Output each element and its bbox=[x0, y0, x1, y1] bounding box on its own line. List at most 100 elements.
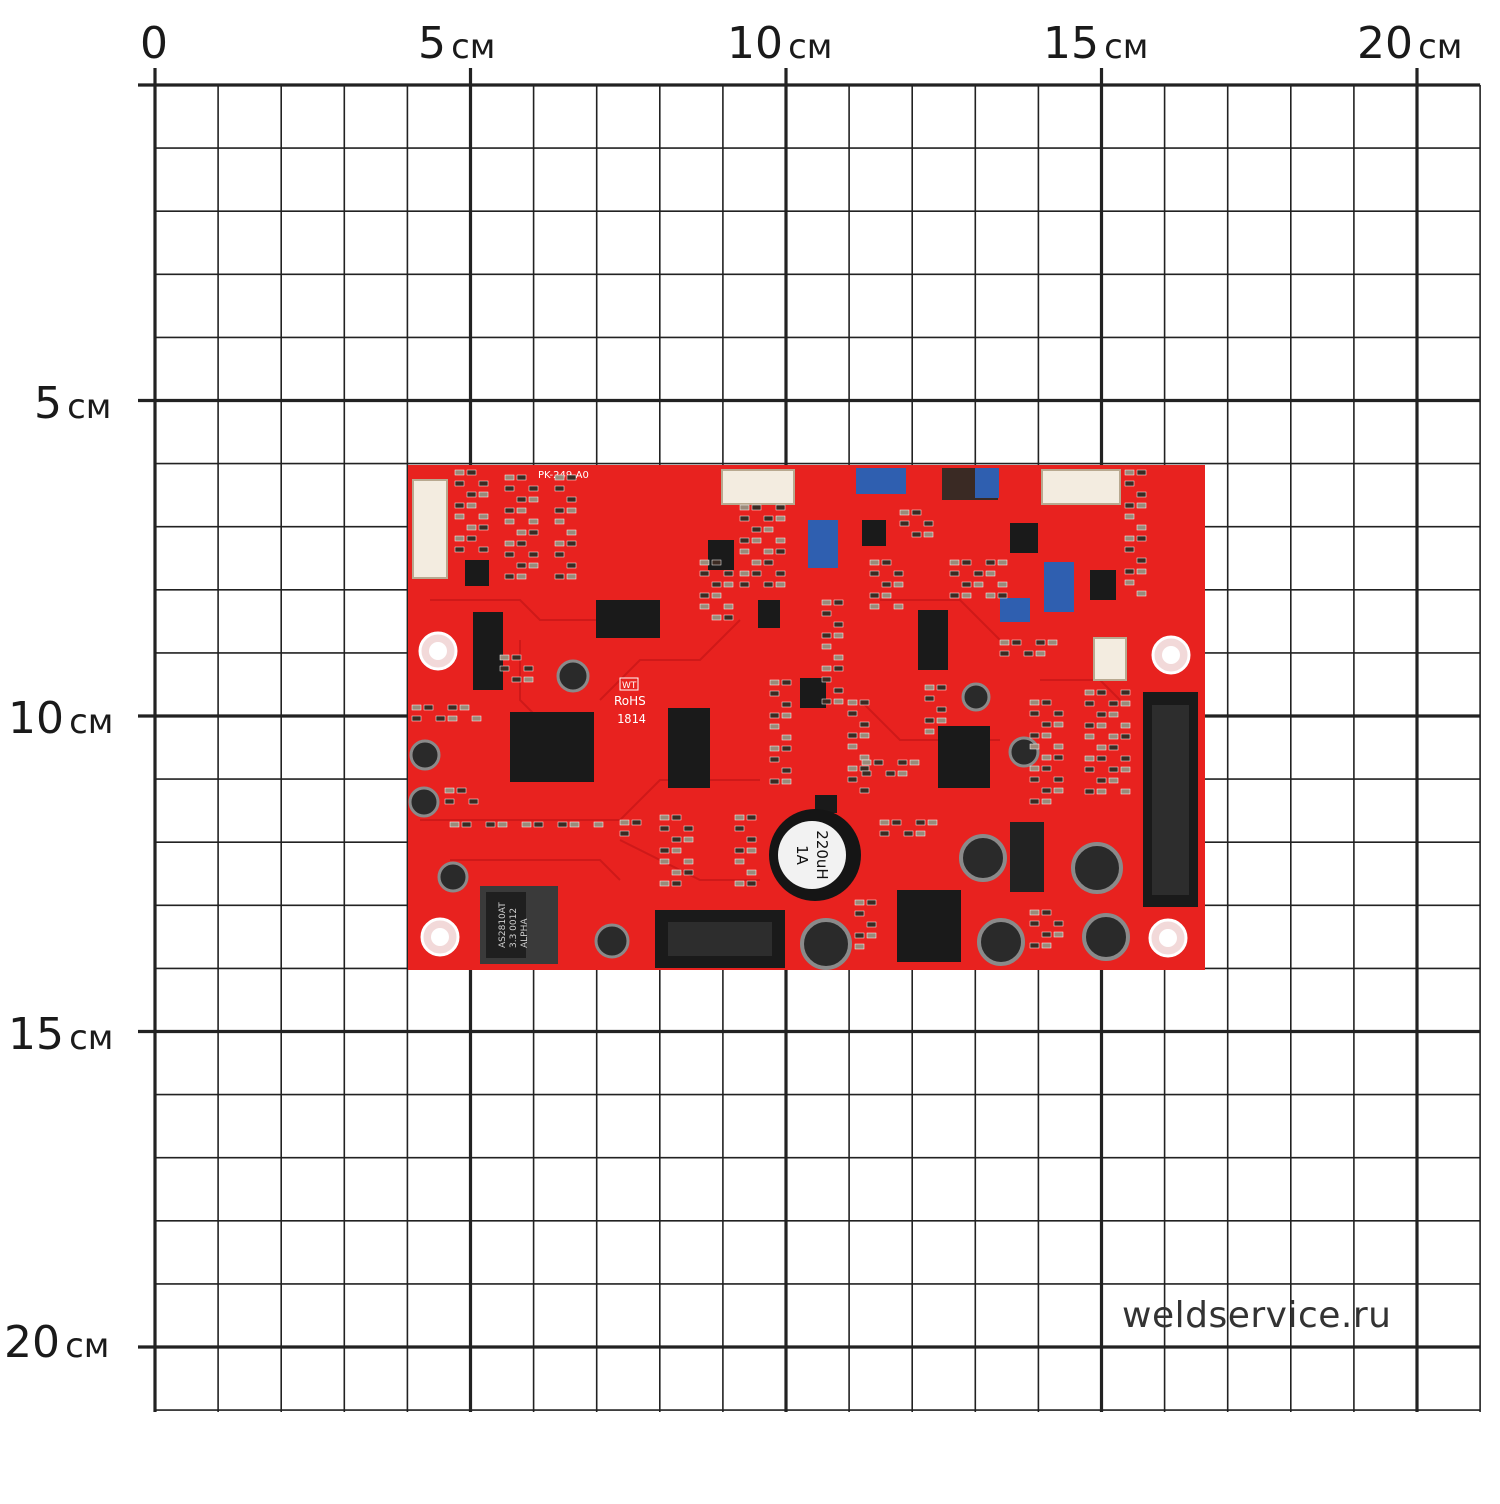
smd-part bbox=[671, 814, 682, 821]
smd-part bbox=[1041, 787, 1052, 794]
inductor-text-1: 220uH bbox=[813, 830, 831, 879]
inductor-text-2: 1A bbox=[793, 845, 811, 866]
black-headers bbox=[473, 612, 1198, 968]
scale-top-5: 5 см bbox=[418, 18, 496, 69]
smd-part bbox=[781, 745, 792, 752]
smd-part bbox=[879, 830, 890, 837]
smd-part bbox=[504, 485, 515, 492]
smd-part bbox=[1041, 765, 1052, 772]
smd-part bbox=[775, 504, 786, 511]
smd-part bbox=[861, 770, 872, 777]
smd-part bbox=[1136, 524, 1147, 531]
smd-part bbox=[859, 754, 870, 761]
smd-components bbox=[411, 469, 1147, 950]
smd-part bbox=[516, 529, 527, 536]
smd-part bbox=[1136, 590, 1147, 597]
capacitor bbox=[1082, 913, 1130, 961]
smd-part bbox=[1029, 909, 1040, 916]
smd-part bbox=[961, 559, 972, 566]
smd-part bbox=[1053, 743, 1064, 750]
smd-part bbox=[866, 932, 877, 939]
smd-part bbox=[1136, 502, 1147, 509]
smd-part bbox=[1084, 700, 1095, 707]
smd-part bbox=[997, 592, 1008, 599]
smd-part bbox=[751, 570, 762, 577]
smd-part bbox=[739, 537, 750, 544]
connector-top-left bbox=[721, 469, 795, 505]
smd-part bbox=[619, 819, 630, 826]
trimmer-small bbox=[1000, 598, 1030, 622]
smd-part bbox=[1124, 579, 1135, 586]
mounting-hole-center bbox=[1159, 929, 1177, 947]
smd-part bbox=[775, 537, 786, 544]
smd-part bbox=[566, 573, 577, 580]
smd-part bbox=[1029, 743, 1040, 750]
smd-part bbox=[899, 520, 910, 527]
smd-part bbox=[711, 559, 722, 566]
scale-left-20: 20 см bbox=[4, 1317, 110, 1368]
smd-part bbox=[1096, 711, 1107, 718]
smd-part bbox=[516, 496, 527, 503]
smd-part bbox=[911, 509, 922, 516]
smd-part bbox=[1084, 788, 1095, 795]
smd-part bbox=[454, 535, 465, 542]
smd-part bbox=[683, 858, 694, 865]
trimmer-vr2 bbox=[1044, 562, 1074, 612]
smd-part bbox=[873, 759, 884, 766]
mounting-hole-center bbox=[431, 928, 449, 946]
smd-part bbox=[769, 679, 780, 686]
header-pins-left bbox=[473, 612, 503, 690]
smd-part bbox=[879, 819, 890, 826]
smd-part bbox=[533, 821, 544, 828]
smd-part bbox=[847, 732, 858, 739]
smd-part bbox=[1041, 942, 1052, 949]
smd-part bbox=[1124, 546, 1135, 553]
smd-part bbox=[1136, 491, 1147, 498]
smd-part bbox=[1120, 689, 1131, 696]
smd-part bbox=[1124, 568, 1135, 575]
smd-part bbox=[847, 699, 858, 706]
regulator-text-2: 3.3 0012 bbox=[509, 908, 519, 948]
smd-part bbox=[497, 821, 508, 828]
smd-part bbox=[1120, 766, 1131, 773]
smd-part bbox=[671, 847, 682, 854]
smd-part bbox=[516, 573, 527, 580]
mounting-hole-center bbox=[1162, 646, 1180, 664]
smd-part bbox=[763, 515, 774, 522]
smd-part bbox=[985, 592, 996, 599]
smd-part bbox=[523, 665, 534, 672]
smd-part bbox=[1053, 920, 1064, 927]
smd-part bbox=[781, 701, 792, 708]
smd-part bbox=[1041, 931, 1052, 938]
smd-part bbox=[961, 581, 972, 588]
smd-part bbox=[659, 814, 670, 821]
smd-part bbox=[1035, 650, 1046, 657]
mounting-holes bbox=[418, 631, 1191, 958]
smd-part bbox=[821, 698, 832, 705]
smd-part bbox=[854, 932, 865, 939]
smd-part bbox=[1053, 710, 1064, 717]
ic-driver bbox=[938, 726, 990, 788]
smd-part bbox=[734, 858, 745, 865]
smd-part bbox=[999, 639, 1010, 646]
smd-part bbox=[454, 480, 465, 487]
smd-part bbox=[659, 825, 670, 832]
smd-part bbox=[949, 559, 960, 566]
smd-part bbox=[1108, 744, 1119, 751]
smd-part bbox=[466, 491, 477, 498]
smd-part bbox=[699, 592, 710, 599]
smd-part bbox=[461, 821, 472, 828]
mounting-hole-center bbox=[429, 642, 447, 660]
regulator-text-1: AS2810AT bbox=[498, 902, 508, 948]
smd-part bbox=[1011, 639, 1022, 646]
smd-part bbox=[869, 603, 880, 610]
smd-part bbox=[854, 910, 865, 917]
smd-part bbox=[711, 614, 722, 621]
smd-part bbox=[1029, 798, 1040, 805]
smd-part bbox=[833, 621, 844, 628]
regulator-text-3: ALPHA bbox=[520, 918, 530, 948]
smd-part bbox=[478, 480, 489, 487]
scale-top-20: 20 см bbox=[1357, 18, 1463, 69]
smd-part bbox=[973, 570, 984, 577]
smd-part bbox=[911, 531, 922, 538]
